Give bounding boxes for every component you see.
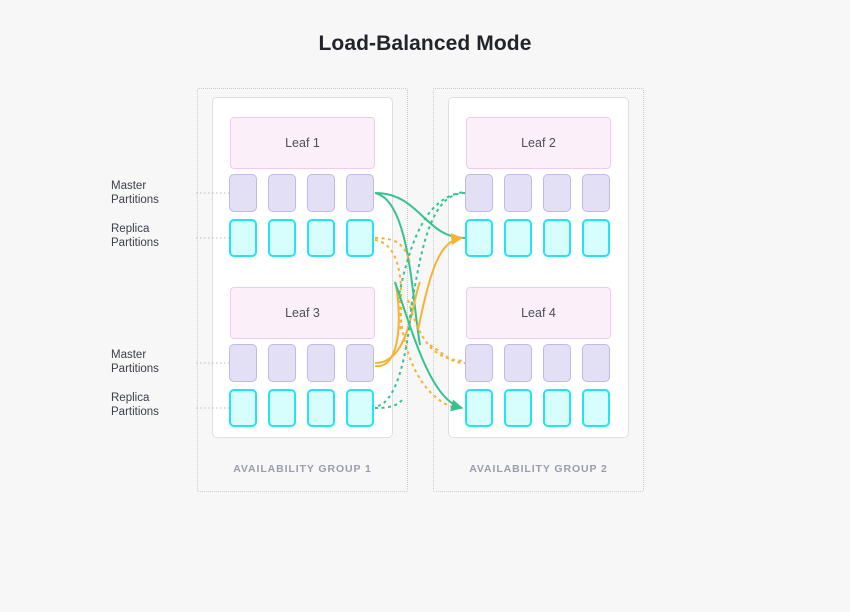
master-label-line-2: Partitions xyxy=(111,362,159,375)
replica-partitions-label-bottom: Replica Partitions xyxy=(111,392,191,419)
replica-partition[interactable] xyxy=(504,389,532,427)
page-title: Load-Balanced Mode xyxy=(318,32,532,55)
leaf-label: Leaf 2 xyxy=(521,136,556,150)
replica-label-line-1: Replica xyxy=(111,223,150,235)
master-partition[interactable] xyxy=(543,174,571,212)
master-partition[interactable] xyxy=(346,344,374,382)
replica-partition[interactable] xyxy=(504,219,532,257)
replica-partitions-label-top: Replica Partitions xyxy=(111,223,191,250)
replica-partition[interactable] xyxy=(582,389,610,427)
leaf-label: Leaf 3 xyxy=(285,306,320,320)
replica-partition[interactable] xyxy=(465,219,493,257)
master-partition[interactable] xyxy=(229,174,257,212)
master-partition[interactable] xyxy=(307,174,335,212)
master-partition[interactable] xyxy=(268,344,296,382)
replica-label-line-1: Replica xyxy=(111,392,150,404)
master-partition[interactable] xyxy=(465,174,493,212)
replica-partition[interactable] xyxy=(465,389,493,427)
replica-partition[interactable] xyxy=(346,219,374,257)
leaf-label: Leaf 4 xyxy=(521,306,556,320)
leaf-box-leaf-2[interactable]: Leaf 2 xyxy=(466,117,611,169)
master-partitions-label-bottom: Master Partitions xyxy=(111,349,191,376)
replica-partition[interactable] xyxy=(543,389,571,427)
leaf-box-leaf-1[interactable]: Leaf 1 xyxy=(230,117,375,169)
master-partition[interactable] xyxy=(346,174,374,212)
master-partition[interactable] xyxy=(543,344,571,382)
master-partitions-label-top: Master Partitions xyxy=(111,180,191,207)
master-partition[interactable] xyxy=(268,174,296,212)
replica-partition[interactable] xyxy=(307,219,335,257)
master-label-line-1: Master xyxy=(111,349,147,361)
replica-partition[interactable] xyxy=(543,219,571,257)
replica-label-line-2: Partitions xyxy=(111,236,159,249)
master-partition[interactable] xyxy=(229,344,257,382)
replica-partition[interactable] xyxy=(346,389,374,427)
master-partition[interactable] xyxy=(582,344,610,382)
replica-partition[interactable] xyxy=(229,389,257,427)
availability-group-2-label: AVAILABILITY GROUP 2 xyxy=(469,463,608,475)
master-label-line-1: Master xyxy=(111,180,147,192)
leaf-box-leaf-4[interactable]: Leaf 4 xyxy=(466,287,611,339)
master-label-line-2: Partitions xyxy=(111,193,159,206)
master-partition[interactable] xyxy=(465,344,493,382)
leaf-label: Leaf 1 xyxy=(285,136,320,150)
replica-partition[interactable] xyxy=(582,219,610,257)
replica-label-line-2: Partitions xyxy=(111,405,159,418)
master-partition[interactable] xyxy=(582,174,610,212)
master-partition[interactable] xyxy=(504,174,532,212)
availability-group-1-label: AVAILABILITY GROUP 1 xyxy=(233,463,372,475)
master-partition[interactable] xyxy=(504,344,532,382)
leaf-box-leaf-3[interactable]: Leaf 3 xyxy=(230,287,375,339)
replica-partition[interactable] xyxy=(268,219,296,257)
replica-partition[interactable] xyxy=(229,219,257,257)
replica-partition[interactable] xyxy=(307,389,335,427)
master-partition[interactable] xyxy=(307,344,335,382)
replica-partition[interactable] xyxy=(268,389,296,427)
